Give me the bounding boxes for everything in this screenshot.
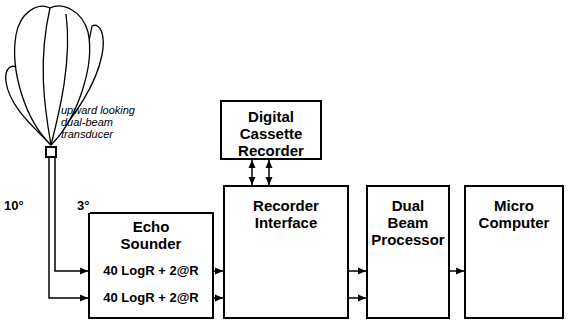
arrowhead (456, 268, 464, 275)
gain-label: 40 LogR + 2@R (90, 289, 212, 306)
box-label: upward looking dual-beam transducer (61, 104, 135, 140)
signal-arrow (266, 160, 273, 185)
box-label: Micro Computer (466, 197, 562, 231)
arrowhead (266, 177, 273, 185)
transducer: upward looking dual-beam transducer (45, 146, 57, 158)
arrowhead (80, 295, 88, 302)
gain-label: 40 LogR + 2@R (90, 262, 212, 279)
connector-line (55, 158, 88, 271)
arrowhead (249, 160, 256, 168)
connector-line (49, 158, 88, 298)
process-box: Dual Beam Processor (366, 185, 450, 319)
beam-angle: 3° (76, 198, 90, 213)
box-label: Digital Cassette Recorder (222, 108, 320, 159)
signal-arrow (349, 268, 366, 275)
arrowhead (358, 268, 366, 275)
arrowhead (358, 295, 366, 302)
signal-arrow (214, 268, 223, 275)
signal-arrow (249, 160, 256, 185)
signal-arrow (214, 295, 223, 302)
arrowhead (249, 177, 256, 185)
signal-arrow (55, 158, 88, 275)
arrowhead (80, 268, 88, 275)
arrowhead (215, 295, 223, 302)
process-box: Echo Sounder 40 LogR + 2@R 40 LogR + 2@R (88, 212, 214, 319)
box-label: Echo Sounder (111, 218, 191, 252)
process-box: Recorder Interface (223, 185, 349, 319)
signal-arrow (349, 295, 366, 302)
lobe-line (43, 8, 51, 145)
box-label: Dual Beam Processor (368, 197, 448, 248)
box-label: Recorder Interface (225, 197, 347, 231)
signal-arrow (49, 158, 88, 302)
signal-arrow (450, 268, 464, 275)
process-box: Micro Computer (464, 185, 564, 319)
beam-angle: 10° (3, 198, 25, 213)
arrowhead (215, 268, 223, 275)
arrowhead (266, 160, 273, 168)
storage-box: Digital Cassette Recorder (220, 100, 322, 160)
